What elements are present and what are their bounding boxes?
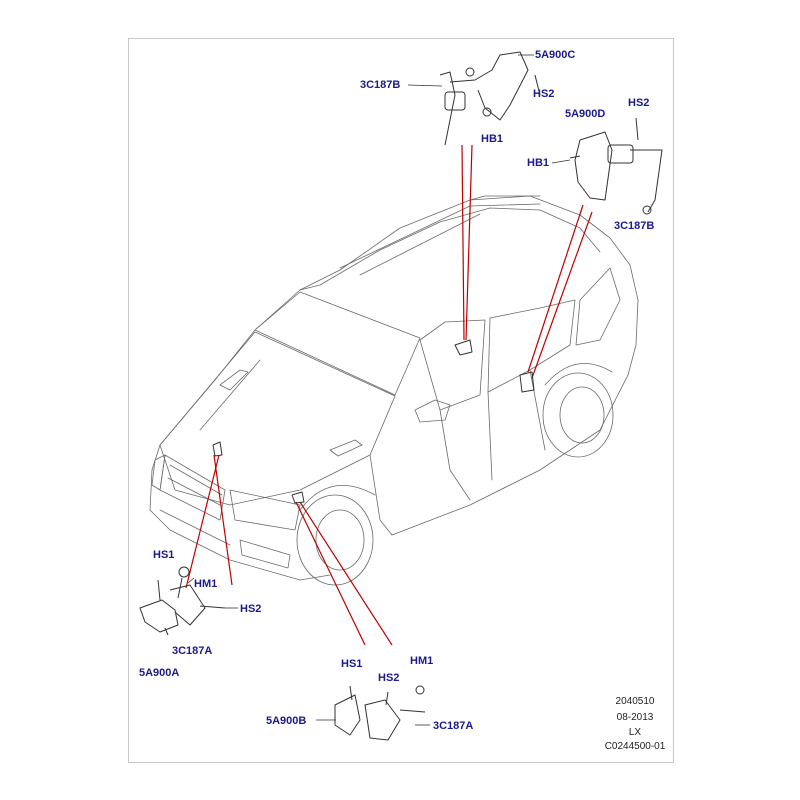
component-drawings: [139, 51, 663, 741]
callout-connectors: [187, 54, 571, 726]
callout-hb1-right: HB1: [527, 157, 550, 169]
callout-3c187b-right: 3C187B: [614, 220, 655, 232]
callout-5a900b: 5A900B: [266, 715, 307, 727]
callout-3c187a-right: 3C187A: [433, 720, 474, 732]
info-model: LX: [628, 727, 642, 738]
info-date: 08-2013: [616, 712, 654, 723]
callout-5a900c: 5A900C: [535, 49, 576, 61]
leader-lines: [185, 144, 593, 646]
callout-hs2-left: HS2: [240, 603, 262, 615]
vehicle-outline: [149, 195, 639, 586]
callout-hm1-right: HM1: [410, 655, 434, 667]
callout-3c187a-left: 3C187A: [172, 645, 213, 657]
callout-hs2-bottom: HS2: [378, 672, 400, 684]
info-reference: C0244500-01: [604, 741, 666, 752]
callout-hb1-top: HB1: [481, 133, 504, 145]
diagram-frame: [128, 38, 674, 763]
callout-hs1-left: HS1: [153, 549, 175, 561]
info-code: 2040510: [615, 696, 655, 707]
callout-3c187b-top: 3C187B: [360, 79, 401, 91]
callout-hs2-top: HS2: [533, 88, 555, 100]
callout-hm1-left: HM1: [194, 578, 218, 590]
callout-hs1-right: HS1: [341, 658, 363, 670]
callout-5a900a: 5A900A: [139, 667, 180, 679]
callout-hs2-right: HS2: [628, 97, 650, 109]
callout-5a900d: 5A900D: [565, 108, 606, 120]
